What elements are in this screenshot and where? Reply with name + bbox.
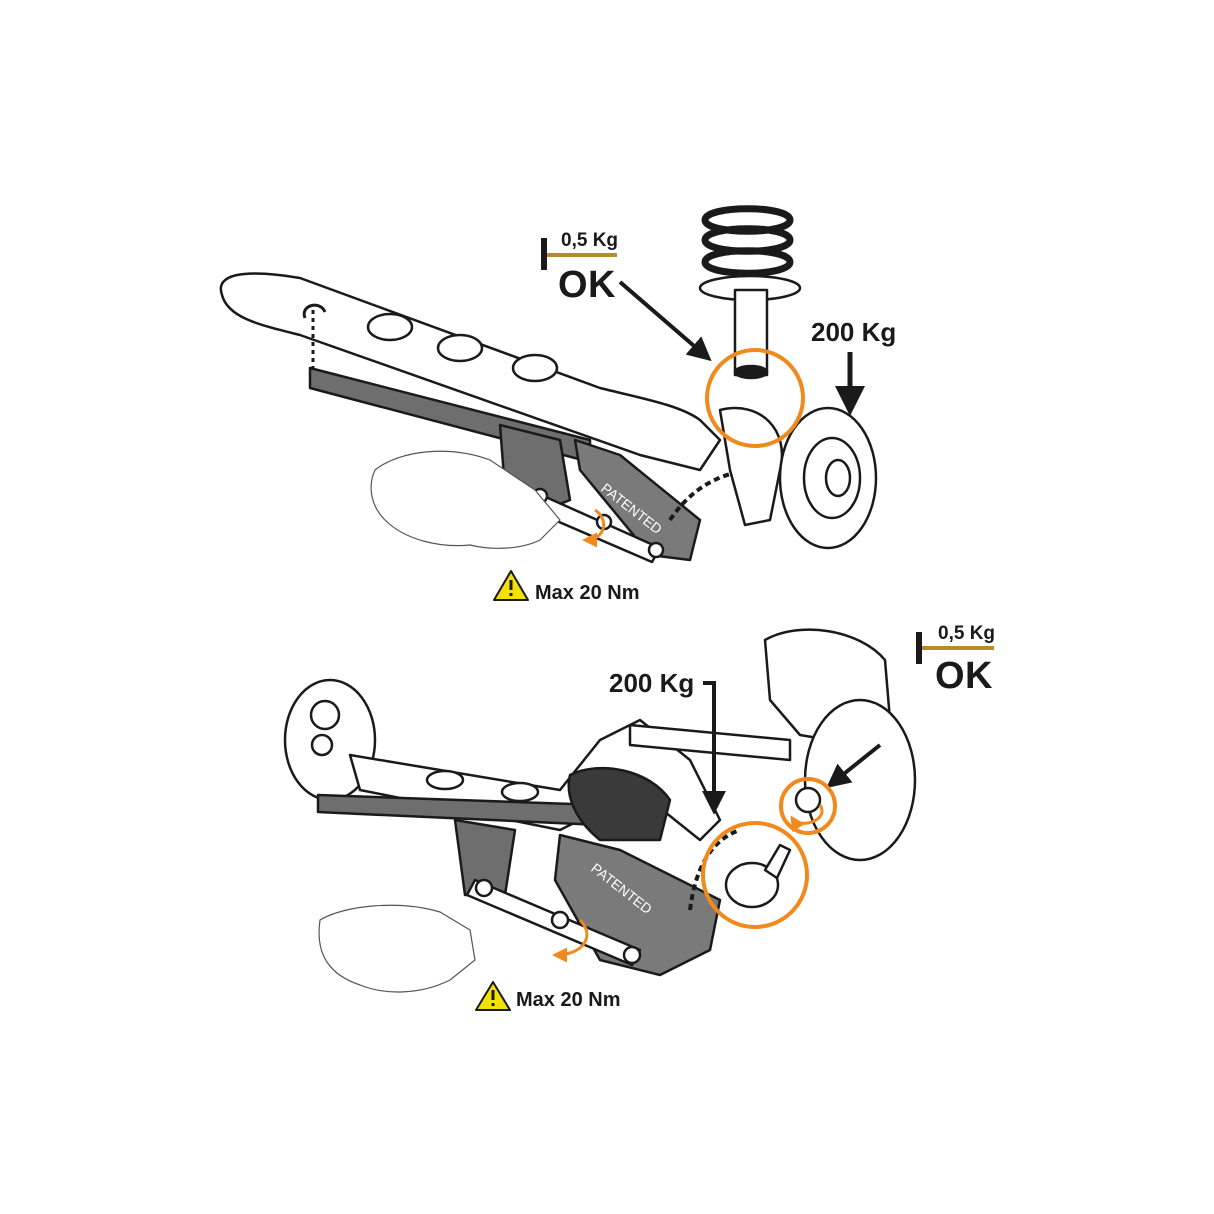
top-coil-spring [701,205,794,277]
top-suspension-illustration: PATENTED [219,205,878,564]
top-hammer-weight: 0,5 Kg [561,230,619,251]
bottom-ball-joint-highlight [701,821,809,929]
top-hammer-ok: OK [558,264,616,306]
bottom-hammer-weight: 0,5 Kg [938,623,996,644]
top-arm-hole-1 [366,312,414,342]
bottom-hammer-indicator [826,632,994,788]
bottom-torque-warning: Max 20 Nm [516,989,621,1011]
bottom-track-rod [628,723,792,762]
bottom-ball-joint [724,861,780,909]
bottom-suspension-illustration: PATENTED [283,628,917,993]
bottom-pad [567,766,672,842]
top-knuckle [718,406,784,527]
top-torque-warning: Max 20 Nm [535,582,640,604]
top-load-label: 200 Kg [811,317,897,347]
top-strut-rod [733,288,769,377]
top-rotation-arrow [582,508,606,548]
bottom-hand [318,904,476,993]
rotation-arrow-icon [582,508,606,548]
bottom-load-label: 200 Kg [609,668,695,698]
bottom-hammer-ok: OK [935,655,993,697]
top-hammer-indicator [541,238,712,362]
bottom-load-arrow [702,681,726,815]
bottom-control-arm [348,718,722,842]
top-arm-hole-2 [436,333,484,363]
top-ball-joint-highlight [705,348,805,448]
bottom-warning-icon [475,981,511,1011]
top-hand [370,450,561,549]
bottom-small-highlight [779,777,837,835]
bottom-brake-disc [803,698,917,862]
top-warning-icon [493,570,529,601]
top-tool-frame [573,438,702,562]
top-arm-hole-3 [511,353,559,383]
hammer-icon [541,238,547,270]
bottom-rotation-arrow [552,804,824,963]
rotation-arrow-icon [552,918,589,963]
top-control-arm [219,272,722,472]
hammer-icon [916,632,922,664]
